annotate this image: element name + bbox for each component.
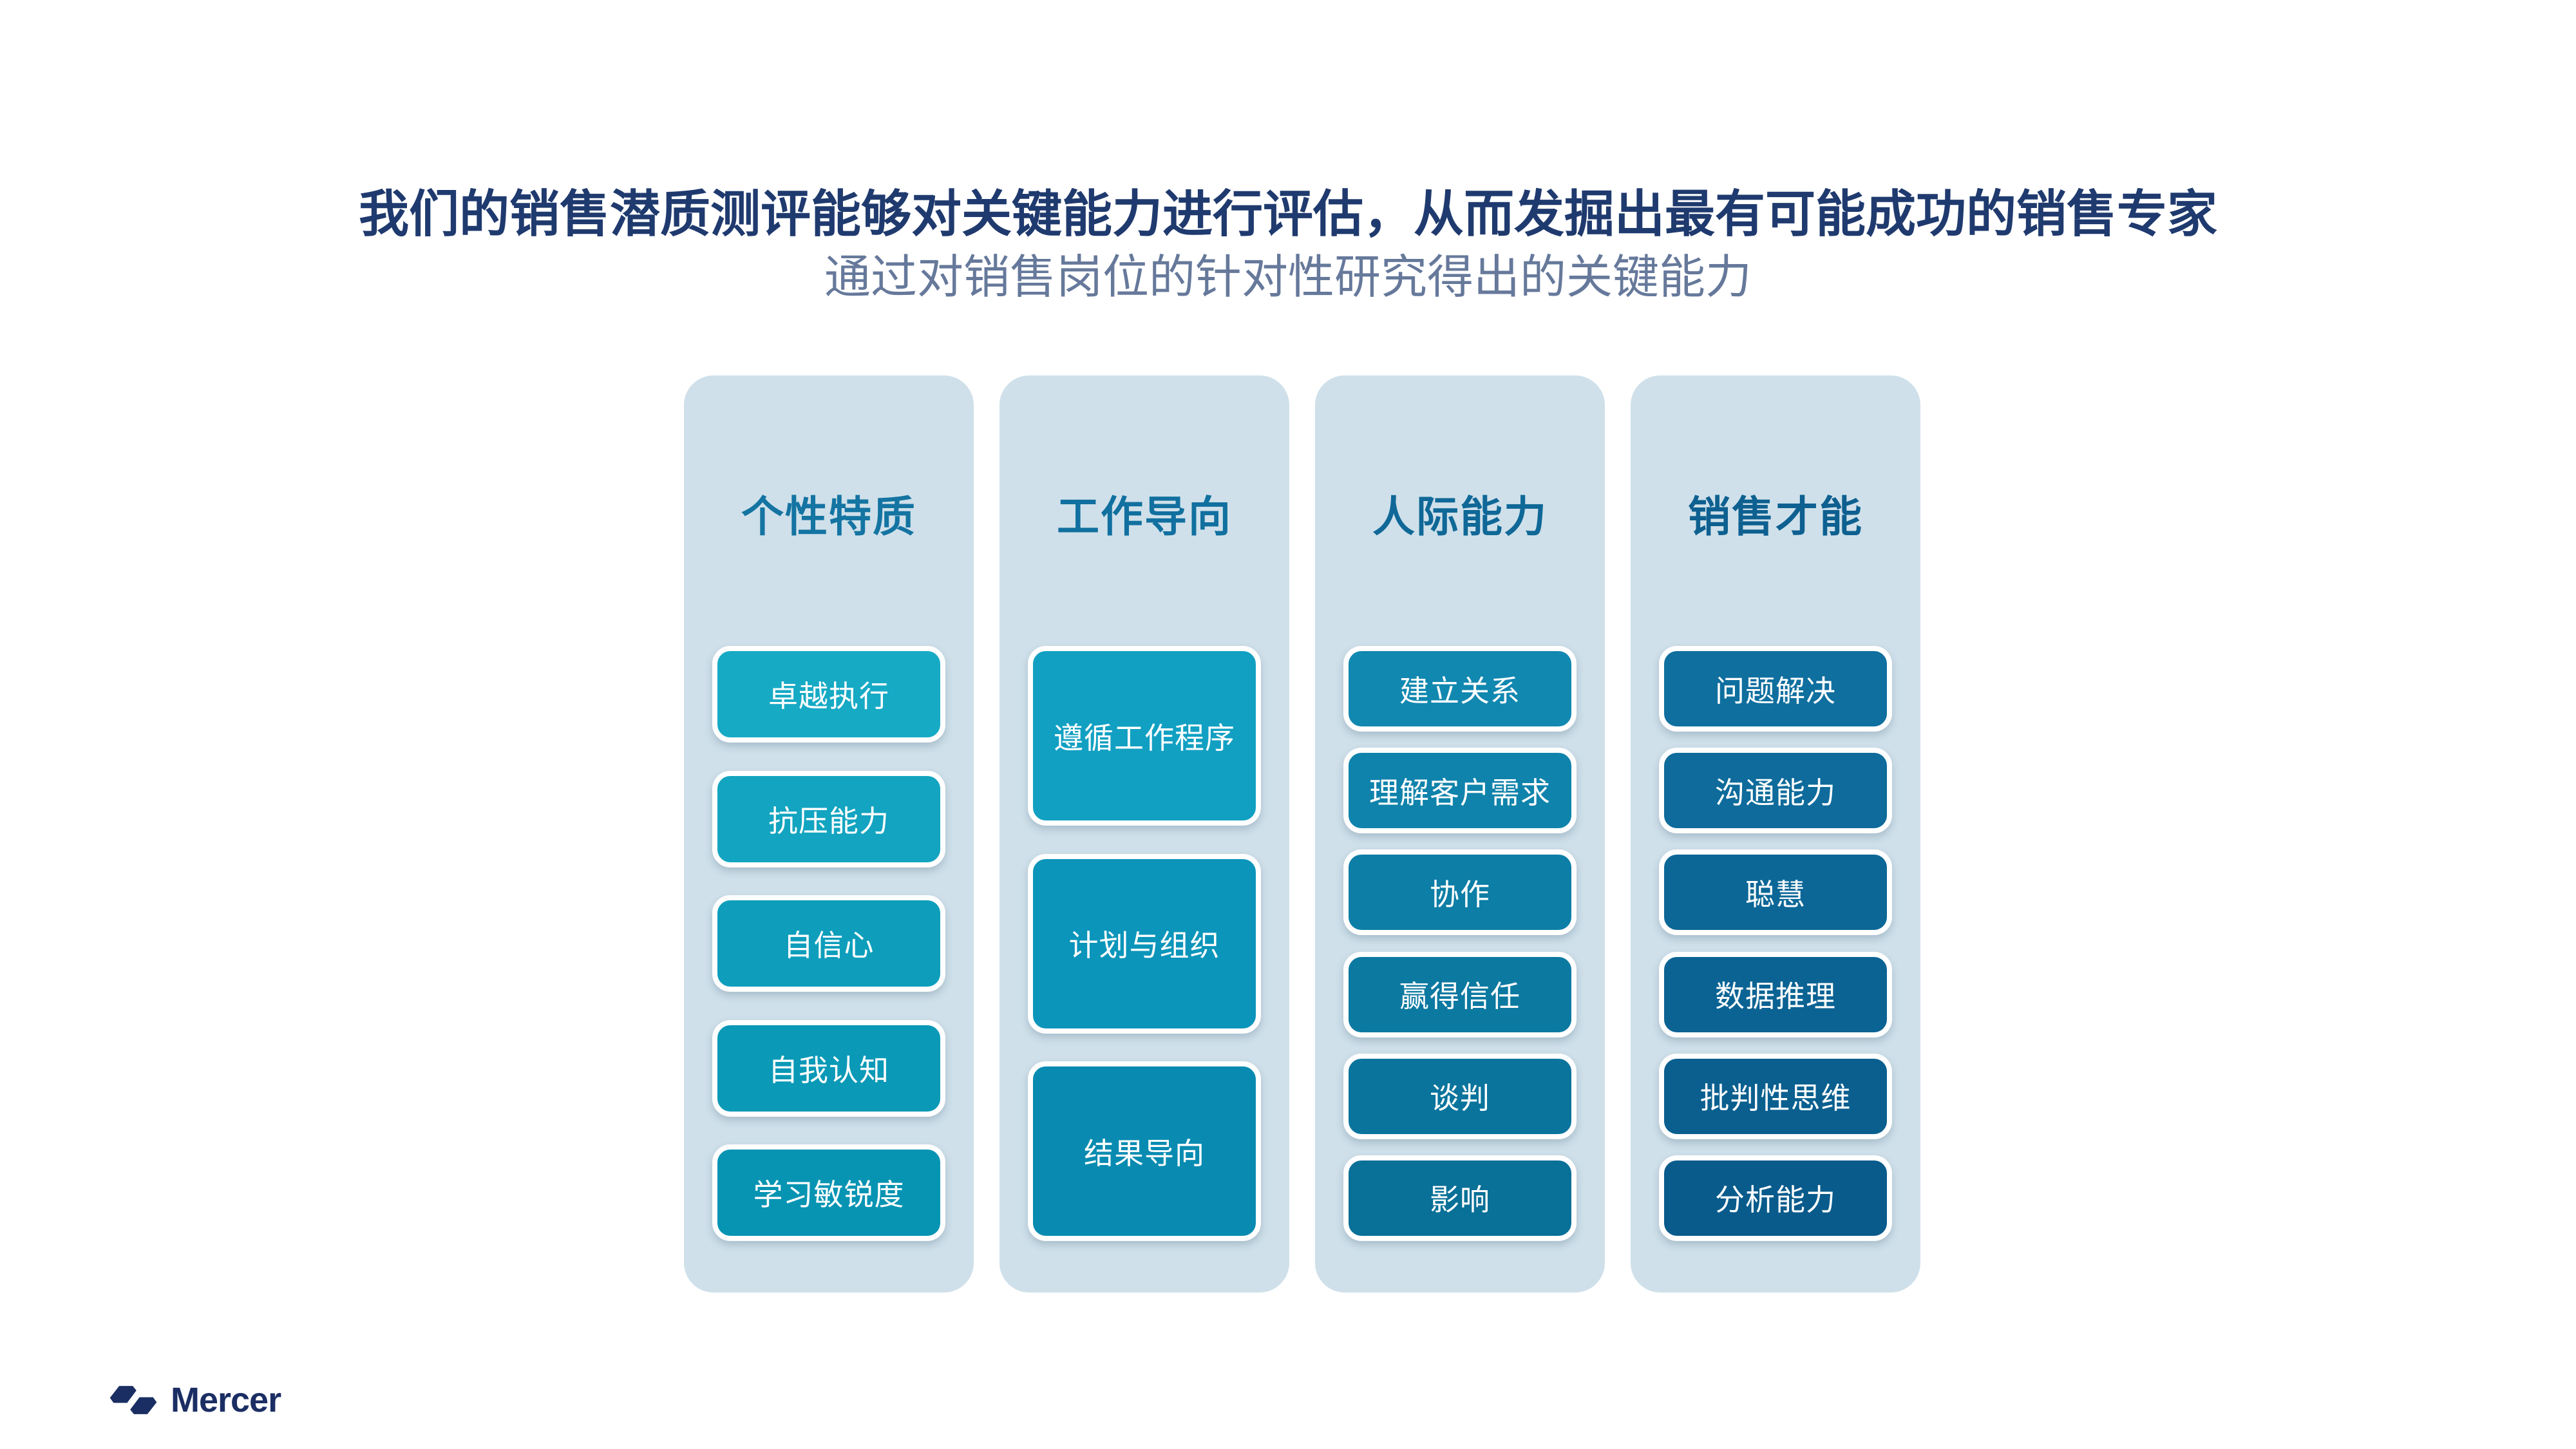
capability-box: 建立关系 [1343,646,1577,732]
panel-header-interpersonal-skills: 人际能力 [1372,493,1548,540]
capability-box: 赢得信任 [1343,951,1577,1037]
mercer-logo-text: Mercer [171,1381,281,1419]
capability-columns: 个性特质 卓越执行 抗压能力 自信心 自我认知 学习敏锐度 工作导向 遵循工作程… [684,375,1920,1293]
capability-box: 自我认知 [712,1019,945,1117]
panel-boxes: 卓越执行 抗压能力 自信心 自我认知 学习敏锐度 [684,646,974,1241]
capability-box: 谈判 [1343,1053,1577,1139]
panel-boxes: 遵循工作程序 计划与组织 结果导向 [999,646,1289,1241]
capability-box: 批判性思维 [1659,1053,1892,1139]
slide-subtitle: 通过对销售岗位的针对性研究得出的关键能力 [824,252,1752,303]
panel-header-personality-traits: 个性特质 [741,493,916,540]
capability-box: 学习敏锐度 [712,1144,945,1241]
panel-sales-talent: 销售才能 问题解决 沟通能力 聪慧 数据推理 批判性思维 分析能力 [1631,375,1920,1293]
capability-box: 结果导向 [1028,1061,1261,1241]
capability-box: 数据推理 [1659,951,1892,1037]
capability-box: 影响 [1343,1155,1577,1241]
capability-box: 自信心 [712,895,945,992]
panel-boxes: 问题解决 沟通能力 聪慧 数据推理 批判性思维 分析能力 [1631,646,1920,1241]
mercer-infinity-mark-icon [107,1383,160,1417]
panel-personality-traits: 个性特质 卓越执行 抗压能力 自信心 自我认知 学习敏锐度 [684,375,974,1293]
panel-header-work-orientation: 工作导向 [1057,493,1232,540]
capability-box: 计划与组织 [1028,853,1261,1034]
capability-box: 沟通能力 [1659,748,1892,834]
capability-box: 分析能力 [1659,1155,1892,1241]
panel-interpersonal-skills: 人际能力 建立关系 理解客户需求 协作 赢得信任 谈判 影响 [1315,375,1605,1293]
panel-header-sales-talent: 销售才能 [1688,493,1863,540]
capability-box: 理解客户需求 [1343,748,1577,834]
panel-work-orientation: 工作导向 遵循工作程序 计划与组织 结果导向 [999,375,1289,1293]
capability-box: 抗压能力 [712,770,945,867]
capability-box: 问题解决 [1659,646,1892,732]
panel-boxes: 建立关系 理解客户需求 协作 赢得信任 谈判 影响 [1315,646,1605,1241]
capability-box: 卓越执行 [712,646,945,743]
capability-box: 协作 [1343,849,1577,936]
capability-box: 聪慧 [1659,849,1892,936]
slide-title: 我们的销售潜质测评能够对关键能力进行评估，从而发掘出最有可能成功的销售专家 [358,185,2217,242]
mercer-logo: Mercer [106,1379,281,1421]
capability-box: 遵循工作程序 [1028,646,1261,826]
